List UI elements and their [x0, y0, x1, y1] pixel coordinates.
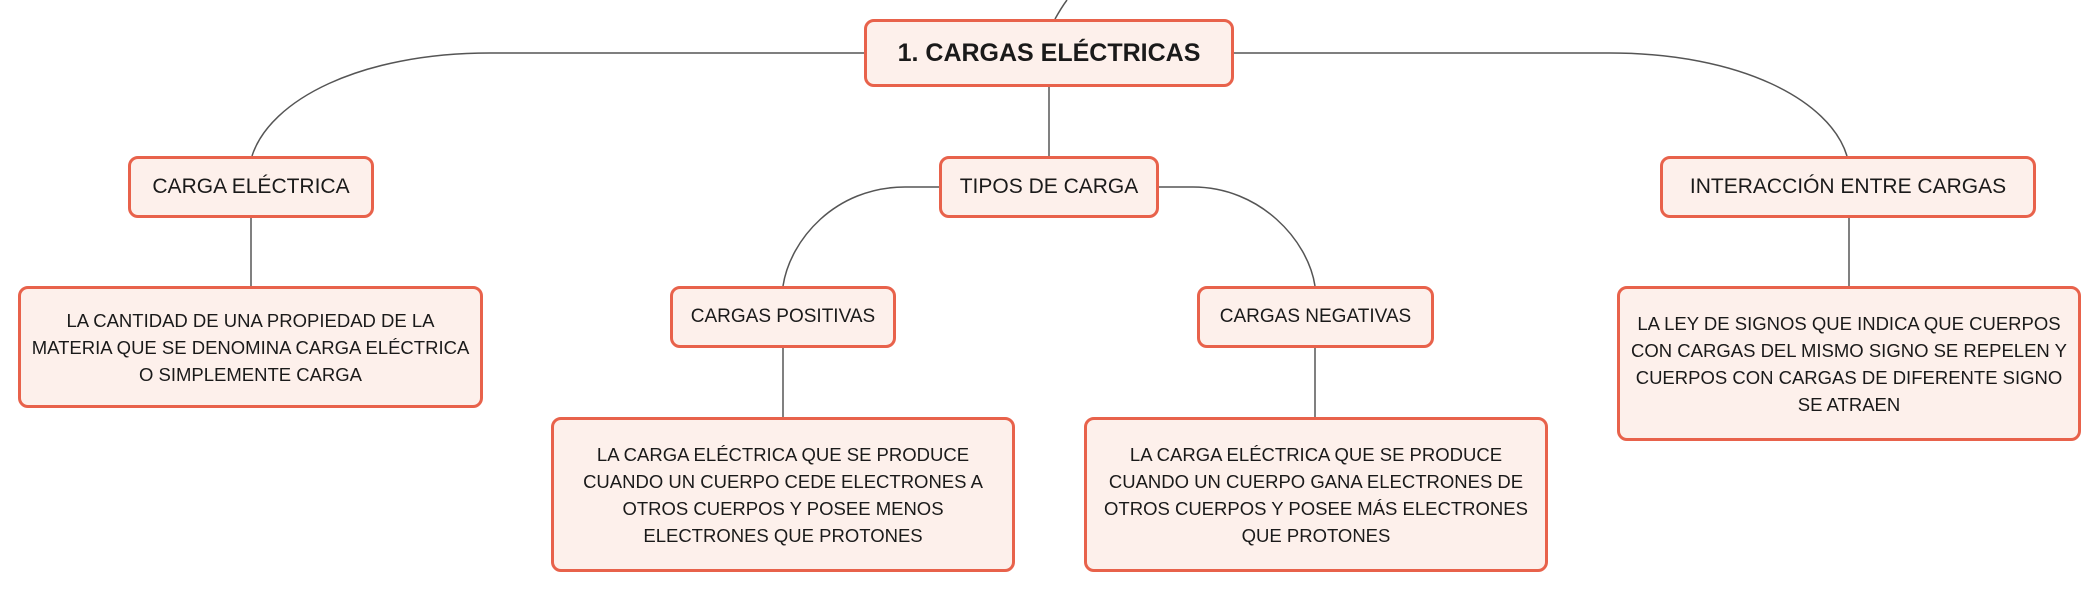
node-carga-electrica-label: CARGA ELÉCTRICA	[152, 175, 350, 198]
desc-cargas-negativas-text: LA CARGA ELÉCTRICA QUE SE PRODUCE CUANDO…	[1104, 443, 1528, 546]
node-interaccion-label: INTERACCIÓN ENTRE CARGAS	[1689, 175, 2007, 198]
root-node[interactable]: 1. CARGAS ELÉCTRICAS	[864, 19, 1234, 87]
connector-root-parent	[1054, 0, 1068, 20]
desc-carga-electrica[interactable]: LA CANTIDAD DE UNA PROPIEDAD DE LA MATER…	[18, 286, 483, 408]
connector-root-carga	[251, 52, 864, 157]
node-tipos-de-carga[interactable]: TIPOS DE CARGA	[939, 156, 1159, 218]
desc-cargas-negativas[interactable]: LA CARGA ELÉCTRICA QUE SE PRODUCE CUANDO…	[1084, 417, 1548, 572]
node-cargas-negativas[interactable]: CARGAS NEGATIVAS	[1197, 286, 1434, 348]
desc-cargas-positivas[interactable]: LA CARGA ELÉCTRICA QUE SE PRODUCE CUANDO…	[551, 417, 1015, 572]
desc-interaccion-text: LA LEY DE SIGNOS QUE INDICA QUE CUERPOS …	[1631, 312, 2067, 415]
node-cargas-negativas-label: CARGAS NEGATIVAS	[1219, 306, 1412, 327]
connector-tipos-negativas	[1159, 186, 1316, 287]
node-tipos-de-carga-label: TIPOS DE CARGA	[959, 175, 1139, 198]
node-carga-electrica[interactable]: CARGA ELÉCTRICA	[128, 156, 374, 218]
desc-interaccion-entre-cargas[interactable]: LA LEY DE SIGNOS QUE INDICA QUE CUERPOS …	[1617, 286, 2081, 441]
desc-carga-electrica-text: LA CANTIDAD DE UNA PROPIEDAD DE LA MATER…	[31, 309, 470, 385]
node-cargas-positivas-label: CARGAS POSITIVAS	[690, 306, 876, 327]
connector-tipos-positivas	[782, 186, 939, 287]
connector-root-interaccion	[1234, 52, 1848, 157]
root-node-label: 1. CARGAS ELÉCTRICAS	[897, 38, 1201, 67]
desc-cargas-positivas-text: LA CARGA ELÉCTRICA QUE SE PRODUCE CUANDO…	[583, 443, 983, 546]
node-interaccion-entre-cargas[interactable]: INTERACCIÓN ENTRE CARGAS	[1660, 156, 2036, 218]
node-cargas-positivas[interactable]: CARGAS POSITIVAS	[670, 286, 896, 348]
